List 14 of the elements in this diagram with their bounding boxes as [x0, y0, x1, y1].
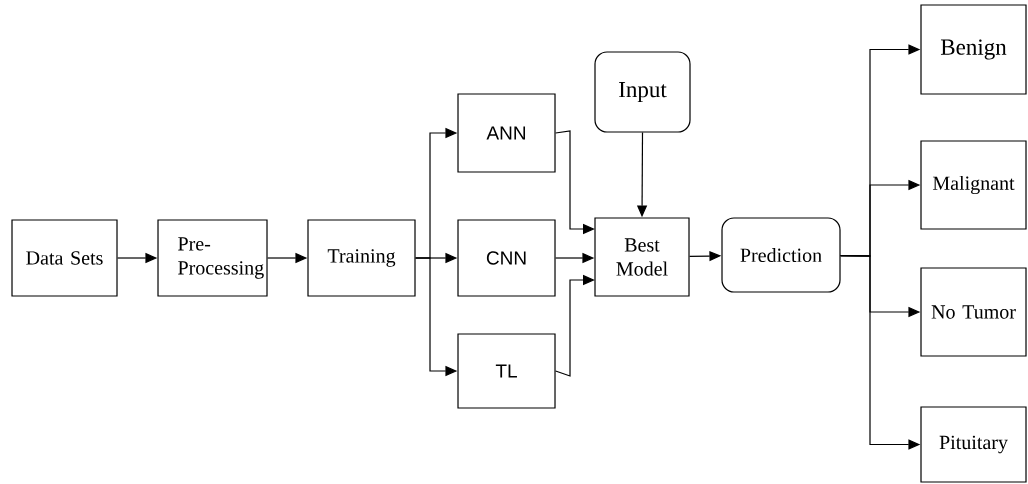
rounded-box: Prediction [721, 217, 841, 293]
process-box: Pituitary [920, 406, 1027, 483]
process-box: Pre-Processing [157, 219, 268, 297]
process-box: No Tumor [920, 267, 1027, 357]
rounded-box: Input [594, 51, 691, 133]
process-box: Benign [920, 4, 1027, 95]
process-box: Best Model [594, 217, 690, 297]
process-box: Malignant [920, 140, 1027, 230]
process-box: CNN [457, 219, 556, 297]
process-box: ANN [457, 93, 556, 173]
process-box: Data Sets [11, 219, 118, 297]
arrow [555, 274, 595, 377]
process-box: TL [457, 333, 556, 409]
process-box: Training [307, 219, 416, 297]
